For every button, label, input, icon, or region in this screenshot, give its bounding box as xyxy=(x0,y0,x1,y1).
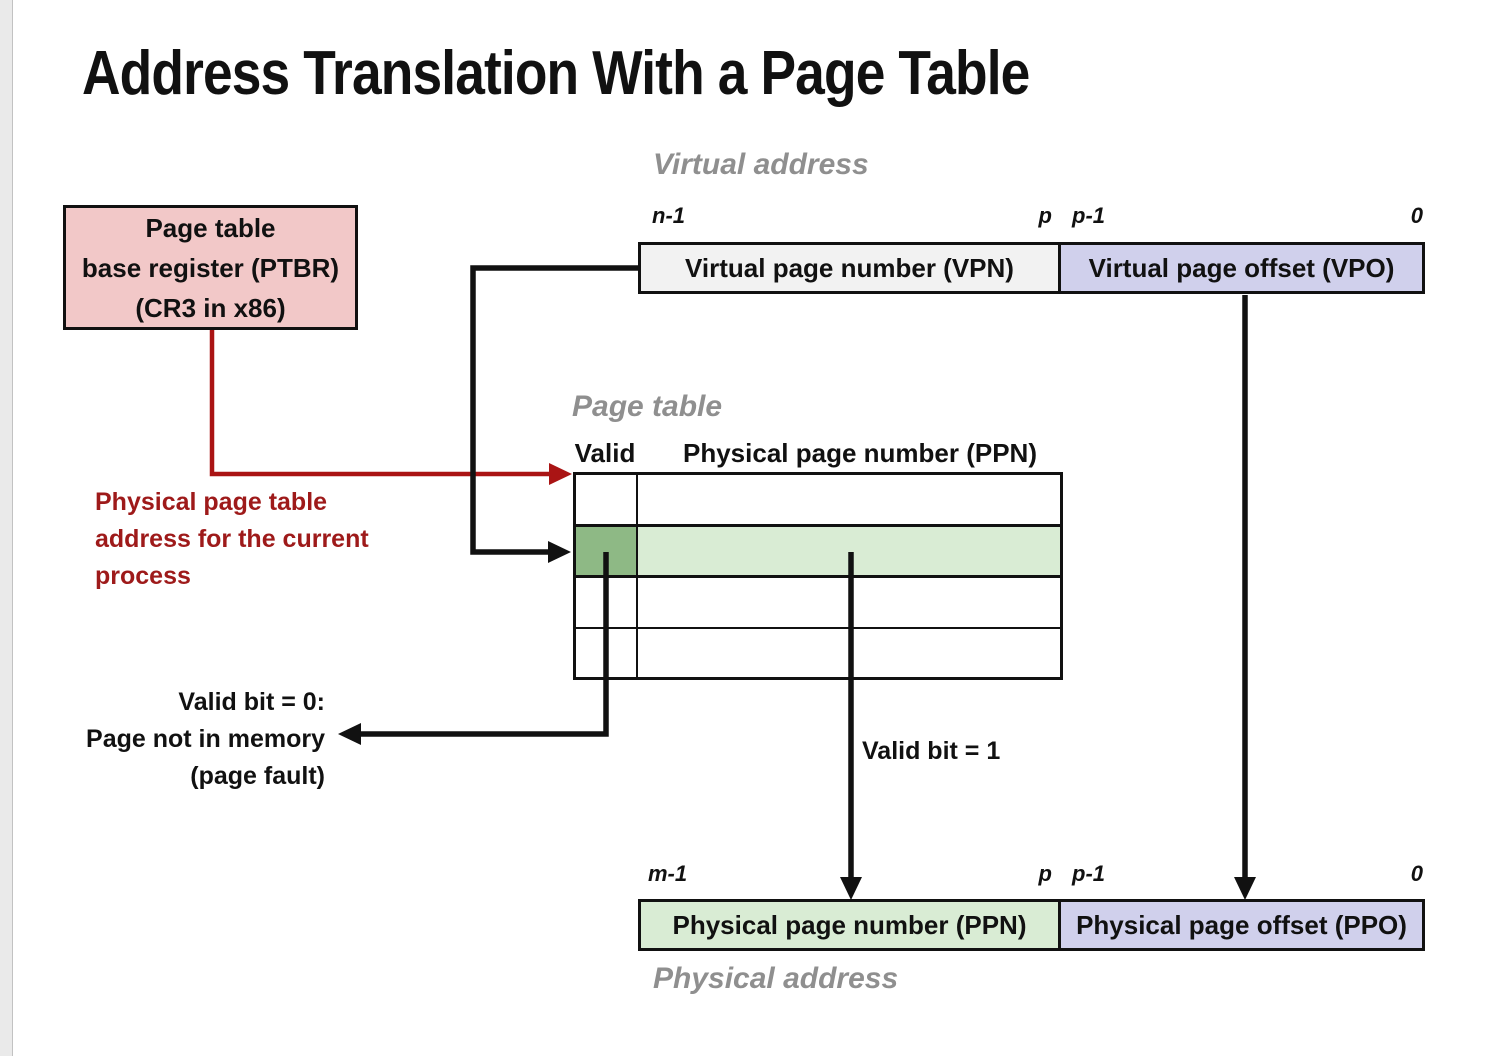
valid-bit-1-note: Valid bit = 1 xyxy=(862,737,1001,765)
ptbr-arrow-line xyxy=(209,330,552,477)
ptbr-line-2: base register (PTBR) xyxy=(81,252,340,283)
ppn-cell xyxy=(638,629,1060,678)
ptbr-arrowhead xyxy=(549,463,572,485)
va-bit-p: p xyxy=(1038,203,1052,228)
ppn-column-header: Physical page number (PPN) xyxy=(683,438,1037,468)
valid-cell xyxy=(576,628,638,677)
ptbr-note: Physical page table address for the curr… xyxy=(95,484,369,595)
valid-cell xyxy=(576,578,638,627)
ptbr-box: Page table base register (PTBR) (CR3 in … xyxy=(63,205,358,330)
valid0-arrowhead xyxy=(338,723,361,745)
pa-bit-p-1: p-1 xyxy=(1072,861,1105,886)
valid-bit-0-line-3: (page fault) xyxy=(190,762,325,790)
pa-bit-0: 0 xyxy=(1410,861,1423,886)
valid1-arrowhead xyxy=(840,877,862,900)
vpo-box: Virtual page offset (VPO) xyxy=(1058,242,1425,294)
ptbr-note-line-1: Physical page table xyxy=(95,488,328,516)
pa-bit-p: p xyxy=(1038,861,1052,886)
page-table-row xyxy=(576,578,1060,629)
va-bit-p-1: p-1 xyxy=(1072,203,1105,228)
ptbr-line-3: (CR3 in x86) xyxy=(135,292,286,323)
pa-ppn-box-label: Physical page number (PPN) xyxy=(672,909,1027,940)
va-bit-0: 0 xyxy=(1410,203,1423,228)
ptbr-line-1: Page table xyxy=(145,212,276,243)
page-table-row-highlighted xyxy=(576,525,1060,578)
page-table-row xyxy=(576,475,1060,526)
ptbr-note-line-2: address for the current xyxy=(95,525,369,553)
valid0-arrow-line xyxy=(360,552,609,737)
ppn-cell xyxy=(638,475,1060,524)
left-gutter xyxy=(0,0,13,1056)
ppn-cell xyxy=(638,578,1060,627)
vpn-box: Virtual page number (VPN) xyxy=(638,242,1061,294)
page-table-row xyxy=(576,628,1060,678)
virtual-address-label: Virtual address xyxy=(653,148,869,181)
vpn-arrowhead xyxy=(548,541,571,563)
ptbr-note-line-3: process xyxy=(95,562,191,590)
pa-bit-m-1: m-1 xyxy=(648,861,688,886)
pa-ppo-box: Physical page offset (PPO) xyxy=(1058,899,1425,951)
vpo-box-label: Virtual page offset (VPO) xyxy=(1088,252,1395,283)
pa-ppn-box: Physical page number (PPN) xyxy=(638,899,1061,951)
valid-bit-0-line-2: Page not in memory xyxy=(86,725,325,753)
valid-bit-0-note: Valid bit = 0: Page not in memory (page … xyxy=(80,684,325,795)
va-bit-n-1: n-1 xyxy=(652,203,685,228)
valid-column-header: Valid xyxy=(574,438,636,468)
valid-bit-0-line-1: Valid bit = 0: xyxy=(178,688,325,716)
page-table-label: Page table xyxy=(572,390,723,423)
vpn-box-label: Virtual page number (VPN) xyxy=(685,252,1014,283)
page-title: Address Translation With a Page Table xyxy=(82,39,1030,108)
pa-ppo-box-label: Physical page offset (PPO) xyxy=(1076,909,1407,940)
vpo-ppo-arrowhead xyxy=(1234,877,1256,900)
page-table xyxy=(573,472,1063,680)
valid-cell-highlighted xyxy=(576,526,638,575)
ppn-cell-highlighted xyxy=(638,526,1060,575)
valid-cell xyxy=(576,475,638,524)
physical-address-label: Physical address xyxy=(653,962,899,995)
